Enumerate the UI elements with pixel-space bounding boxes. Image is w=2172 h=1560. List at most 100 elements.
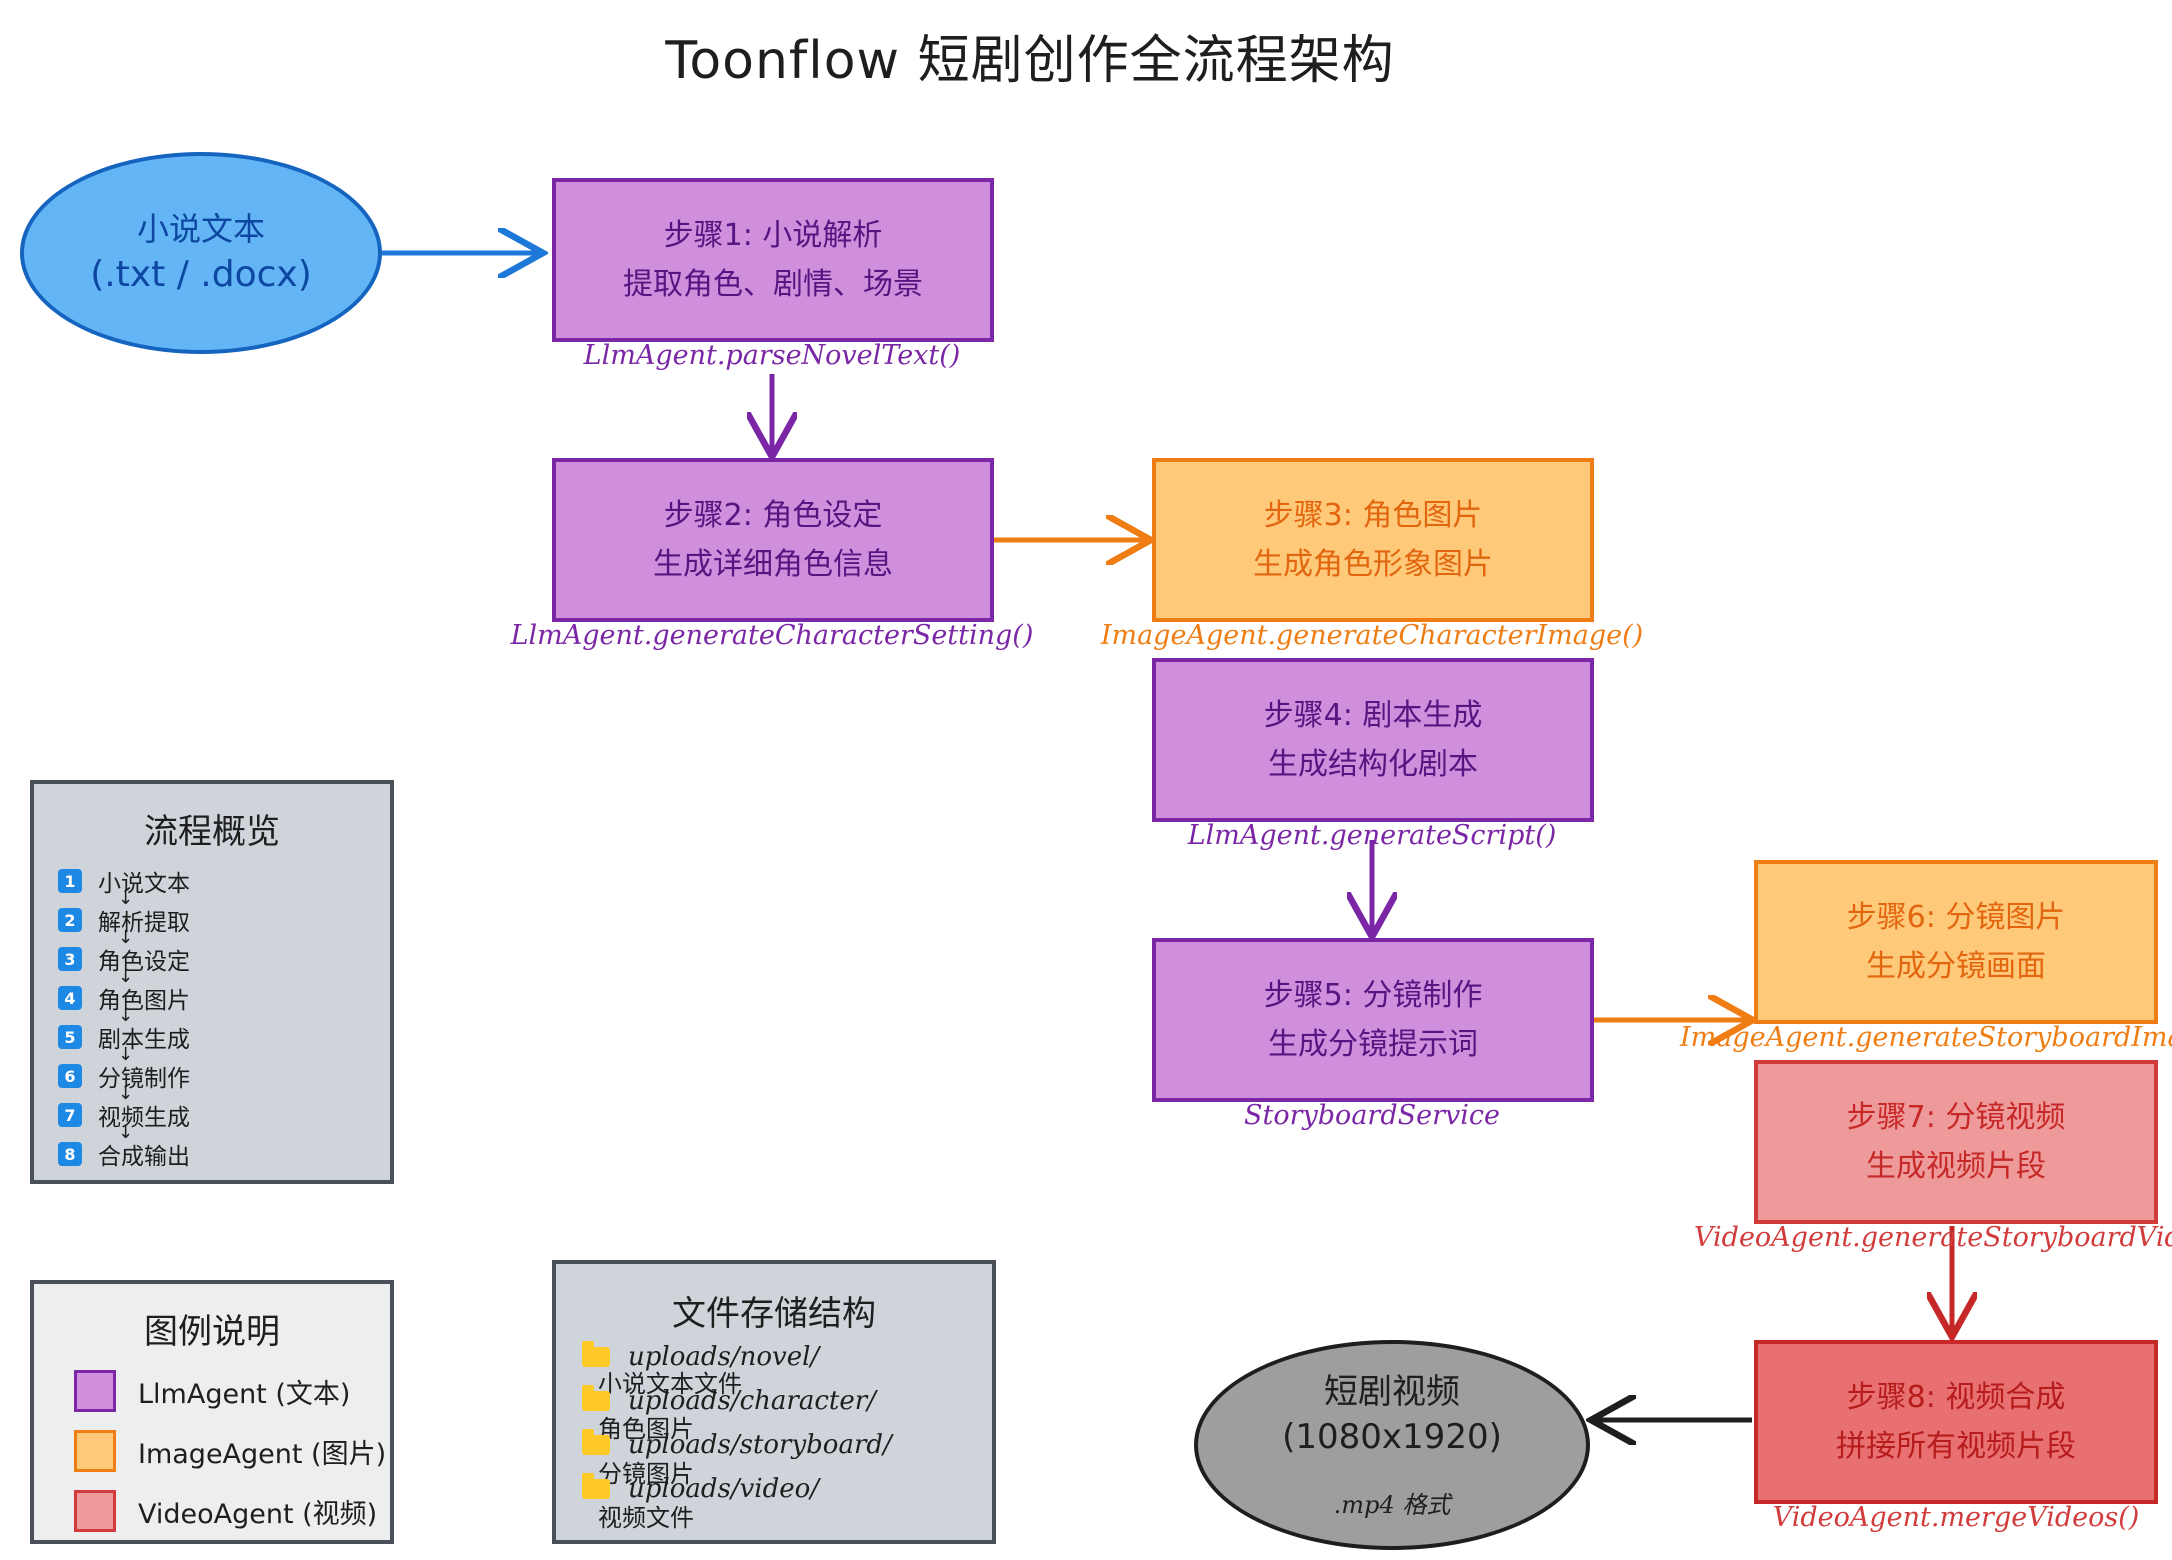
down-arrow-icon: ↓	[118, 1083, 134, 1104]
step4-desc: 生成结构化剧本	[1268, 747, 1478, 782]
step7-function: VideoAgent.generateStoryboardVide	[1694, 1222, 2172, 1253]
number-badge-icon: 7	[58, 1103, 82, 1127]
step3-node: 步骤3: 角色图片 生成角色形象图片	[1152, 458, 1594, 622]
step8-title: 步骤8: 视频合成	[1846, 1379, 2066, 1415]
step3-desc: 生成角色形象图片	[1253, 547, 1493, 582]
legend-item-llm: LlmAgent (文本)	[74, 1370, 350, 1412]
overview-label: 合成输出	[98, 1144, 190, 1170]
step4-function: LlmAgent.generateScript()	[1187, 820, 1557, 851]
step1-function: LlmAgent.parseNovelText()	[583, 340, 961, 371]
step3-title: 步骤3: 角色图片	[1263, 497, 1483, 533]
step8-desc: 拼接所有视频片段	[1836, 1429, 2076, 1464]
image-swatch	[74, 1430, 116, 1472]
file-storage-title: 文件存储结构	[672, 1294, 876, 1334]
step7-node: 步骤7: 分镜视频 生成视频片段	[1754, 1060, 2158, 1224]
folder-icon	[582, 1473, 610, 1499]
video-swatch	[74, 1490, 116, 1532]
legend-item-image: ImageAgent (图片)	[74, 1430, 386, 1472]
legend-title: 图例说明	[144, 1312, 280, 1352]
legend-panel: 图例说明 LlmAgent (文本) ImageAgent (图片) Video…	[30, 1280, 394, 1544]
short-video-output: 短剧视频 (1080x1920) .mp4 格式	[1194, 1340, 1590, 1550]
overview-label: 视频生成	[98, 1105, 190, 1131]
step5-desc: 生成分镜提示词	[1268, 1027, 1478, 1062]
overview-item: 5 剧本生成	[58, 1022, 190, 1053]
overview-item: 3 角色设定	[58, 944, 190, 975]
number-badge-icon: 4	[58, 986, 82, 1010]
step6-title: 步骤6: 分镜图片	[1846, 899, 2066, 935]
step5-node: 步骤5: 分镜制作 生成分镜提示词	[1152, 938, 1594, 1102]
step1-node: 步骤1: 小说解析 提取角色、剧情、场景	[552, 178, 994, 342]
overview-label: 角色图片	[98, 988, 190, 1014]
output-format: .mp4 格式	[1333, 1490, 1451, 1519]
folder-desc-character: 角色图片	[598, 1415, 694, 1443]
input-label: 小说文本	[136, 210, 265, 249]
overview-item: 7 视频生成	[58, 1100, 190, 1131]
overview-label: 小说文本	[98, 871, 190, 897]
folder-desc-novel: 小说文本文件	[598, 1370, 742, 1398]
folder-path-storyboard: uploads/storyboard/	[582, 1429, 892, 1460]
step5-title: 步骤5: 分镜制作	[1263, 977, 1483, 1013]
overview-panel: 流程概览 1 小说文本 ↓ 2 解析提取 ↓ 3 角色设定 ↓ 4 角色图片 ↓ 5 剧本…	[30, 780, 394, 1184]
step8-function: VideoAgent.mergeVideos()	[1772, 1502, 2140, 1533]
step4-node: 步骤4: 剧本生成 生成结构化剧本	[1152, 658, 1594, 822]
folder-path-character: uploads/character/	[582, 1385, 876, 1416]
down-arrow-icon: ↓	[118, 1005, 134, 1026]
step6-node: 步骤6: 分镜图片 生成分镜画面	[1754, 860, 2158, 1024]
novel-text-input: 小说文本 (.txt / .docx)	[20, 152, 382, 354]
down-arrow-icon: ↓	[118, 927, 134, 948]
folder-desc-video: 视频文件	[598, 1504, 694, 1532]
step3-function: ImageAgent.generateCharacterImage()	[1100, 620, 1644, 651]
step7-title: 步骤7: 分镜视频	[1846, 1099, 2066, 1135]
output-label: 短剧视频	[1324, 1372, 1460, 1413]
number-badge-icon: 2	[58, 908, 82, 932]
step1-title: 步骤1: 小说解析	[663, 217, 883, 253]
step2-title: 步骤2: 角色设定	[663, 497, 883, 533]
down-arrow-icon: ↓	[118, 1044, 134, 1065]
number-badge-icon: 8	[58, 1142, 82, 1166]
overview-item: 8 合成输出	[58, 1139, 190, 1170]
number-badge-icon: 1	[58, 869, 82, 893]
step6-function: ImageAgent.generateStoryboardIma	[1680, 1022, 2172, 1053]
step1-desc: 提取角色、剧情、场景	[623, 267, 923, 302]
file-storage-panel: 文件存储结构 uploads/novel/ 小说文本文件 uploads/cha…	[552, 1260, 996, 1544]
overview-item: 2 解析提取	[58, 905, 190, 936]
step5-function: StoryboardService	[1244, 1100, 1500, 1131]
input-formats: (.txt / .docx)	[90, 254, 312, 295]
overview-label: 解析提取	[98, 910, 190, 936]
llm-swatch	[74, 1370, 116, 1412]
folder-path-novel: uploads/novel/	[582, 1341, 819, 1372]
overview-item: 6 分镜制作	[58, 1061, 190, 1092]
legend-label: ImageAgent (图片)	[138, 1438, 387, 1470]
overview-title: 流程概览	[144, 812, 280, 852]
output-resolution: (1080x1920)	[1282, 1416, 1502, 1457]
number-badge-icon: 6	[58, 1064, 82, 1088]
overview-item: 1 小说文本	[58, 866, 190, 897]
number-badge-icon: 5	[58, 1025, 82, 1049]
legend-item-video: VideoAgent (视频)	[74, 1490, 377, 1532]
legend-label: VideoAgent (视频)	[138, 1498, 378, 1530]
folder-icon	[582, 1429, 610, 1455]
step2-function: LlmAgent.generateCharacterSetting()	[510, 620, 1034, 651]
step4-title: 步骤4: 剧本生成	[1263, 697, 1483, 733]
overview-item: 4 角色图片	[58, 983, 190, 1014]
legend-label: LlmAgent (文本)	[138, 1378, 351, 1410]
folder-desc-storyboard: 分镜图片	[598, 1460, 694, 1488]
overview-label: 分镜制作	[98, 1066, 190, 1092]
step8-node: 步骤8: 视频合成 拼接所有视频片段	[1754, 1340, 2158, 1504]
diagram-title: Toonflow 短剧创作全流程架构	[665, 31, 1395, 91]
number-badge-icon: 3	[58, 947, 82, 971]
folder-icon	[582, 1385, 610, 1411]
folder-icon	[582, 1341, 610, 1367]
folder-path-video: uploads/video/	[582, 1473, 819, 1504]
step2-node: 步骤2: 角色设定 生成详细角色信息	[552, 458, 994, 622]
step2-desc: 生成详细角色信息	[653, 547, 893, 582]
step6-desc: 生成分镜画面	[1866, 949, 2046, 984]
overview-label: 剧本生成	[98, 1027, 190, 1053]
step7-desc: 生成视频片段	[1866, 1149, 2046, 1184]
down-arrow-icon: ↓	[118, 888, 134, 909]
overview-label: 角色设定	[98, 949, 190, 975]
down-arrow-icon: ↓	[118, 966, 134, 987]
down-arrow-icon: ↓	[118, 1122, 134, 1143]
